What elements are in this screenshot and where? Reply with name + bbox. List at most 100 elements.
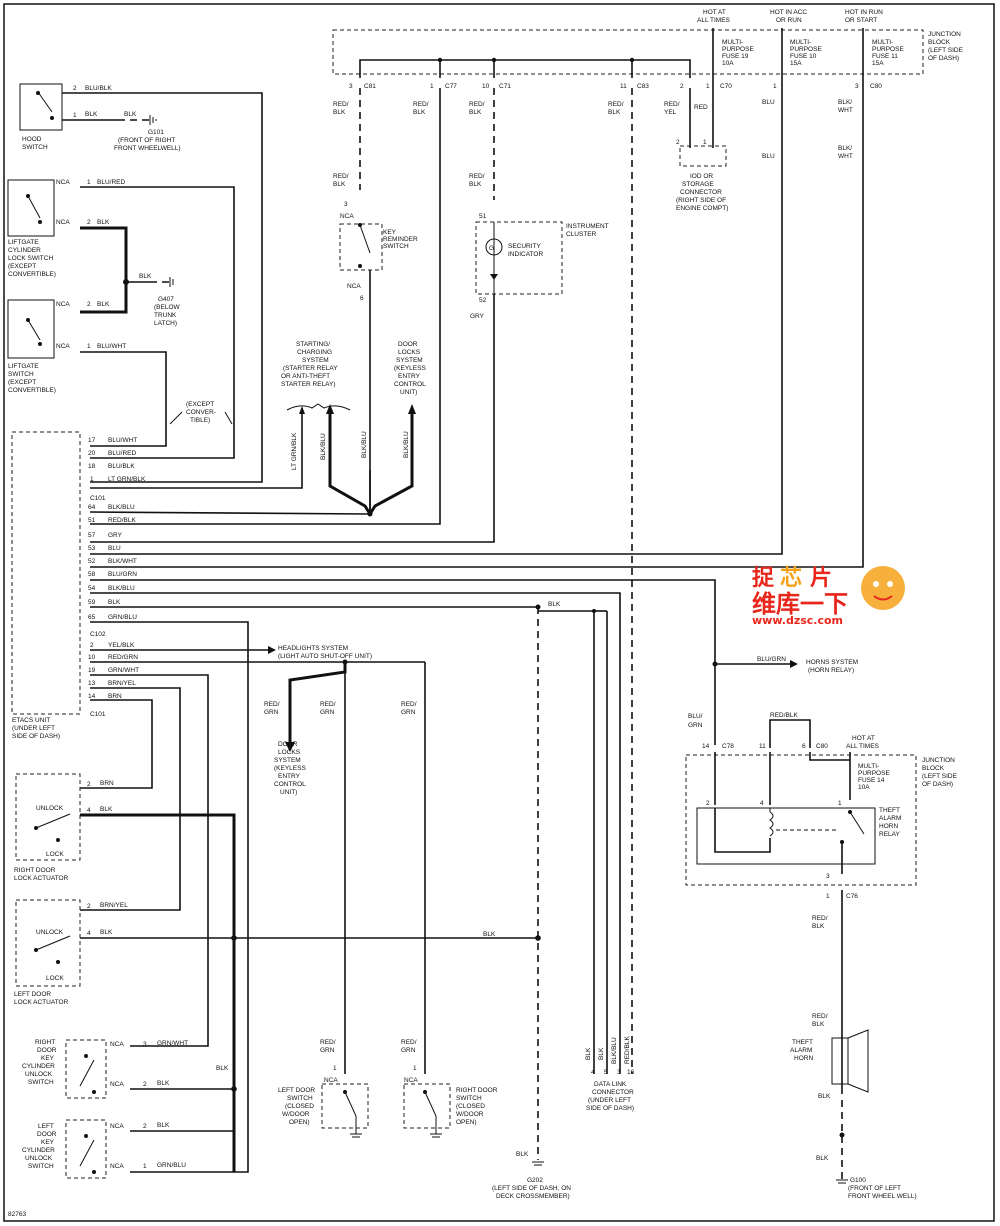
etacs-pin-number: 52 (88, 558, 96, 565)
diagram-id: 82763 (8, 1211, 26, 1218)
svg-text:BLK: BLK (124, 111, 137, 118)
svg-text:1: 1 (333, 1065, 337, 1072)
svg-text:4: 4 (87, 807, 91, 814)
svg-text:2: 2 (143, 1081, 147, 1088)
svg-text:RED/BLK: RED/BLK (624, 1036, 631, 1064)
svg-text:1: 1 (703, 139, 707, 146)
svg-text:BLK: BLK (812, 1021, 825, 1028)
svg-text:10: 10 (482, 83, 490, 90)
svg-text:RED/: RED/ (812, 915, 828, 922)
wire-blugrn-etacs58 (90, 579, 716, 745)
svg-text:1: 1 (430, 83, 434, 90)
svg-text:3: 3 (826, 873, 830, 880)
etacs-pin-number: 17 (88, 437, 96, 444)
svg-text:RED: RED (694, 104, 708, 111)
svg-text:2: 2 (706, 800, 710, 807)
etacs-c101a: C101 (90, 495, 106, 502)
wire-brn-etacs14 (80, 699, 153, 789)
svg-text:捉: 捉 (752, 566, 775, 591)
svg-text:1: 1 (413, 1065, 417, 1072)
svg-text:UNLOCK: UNLOCK (36, 805, 64, 812)
svg-text:16: 16 (627, 1069, 635, 1076)
svg-text:BLK: BLK (97, 301, 110, 308)
etacs-pin-wire: GRN/WHT (108, 667, 139, 674)
diagram-border (3, 3, 995, 1222)
svg-text:RED/: RED/ (664, 101, 680, 108)
svg-text:BLK/BLU: BLK/BLU (361, 431, 368, 458)
svg-text:4: 4 (760, 800, 764, 807)
svg-text:NCA: NCA (324, 1077, 338, 1084)
svg-text:52: 52 (479, 297, 487, 304)
svg-text:BLK: BLK (333, 181, 346, 188)
svg-text:YEL: YEL (664, 109, 677, 116)
etacs-pin-wire: RED/GRN (108, 654, 138, 661)
svg-text:14: 14 (702, 743, 710, 750)
svg-text:1: 1 (838, 800, 842, 807)
svg-text:RED/: RED/ (812, 1013, 828, 1020)
etacs-pin-wire: BRN (108, 693, 122, 700)
svg-text:片: 片 (810, 566, 832, 591)
svg-text:5: 5 (604, 1069, 608, 1076)
svg-text:NCA: NCA (56, 301, 70, 308)
etacs-c102: C102 (90, 631, 106, 638)
wire-brnyel-etacs13 (80, 687, 181, 911)
conn-c83: C83 (637, 83, 649, 90)
svg-text:GRN: GRN (688, 722, 703, 729)
wire-c77-etacs51 (90, 88, 441, 525)
svg-text:BLK: BLK (469, 181, 482, 188)
etacs-pin-wire: RED/BLK (108, 517, 136, 524)
svg-text:BLU: BLU (762, 99, 775, 106)
wire-grnwht-etacs19 (90, 674, 209, 1047)
svg-text:C76: C76 (846, 893, 858, 900)
svg-text:BLK: BLK (216, 1065, 229, 1072)
etacs-pin-wire: BLU/BLK (108, 463, 135, 470)
svg-text:UNLOCK: UNLOCK (36, 929, 64, 936)
svg-text:RED/: RED/ (608, 101, 624, 108)
svg-text:3: 3 (143, 1041, 147, 1048)
svg-text:BLU: BLU (762, 153, 775, 160)
svg-text:BLU/RED: BLU/RED (97, 179, 125, 186)
svg-text:BLU/: BLU/ (688, 713, 703, 720)
svg-text:GRN: GRN (320, 1047, 335, 1054)
horns-system-label: HORNS SYSTEM(HORN RELAY) (806, 659, 858, 674)
wire-blkwht-etacs52 (90, 88, 864, 568)
svg-text:1: 1 (773, 83, 777, 90)
svg-text:BLK: BLK (483, 931, 496, 938)
svg-text:BLK: BLK (812, 923, 825, 930)
etacs-pin-wire: LT GRN/BLK (108, 476, 146, 483)
headlights-label: HEADLIGHTS SYSTEM(LIGHT AUTO SHUT-OFF UN… (278, 645, 372, 660)
etacs-pin-wire: GRN/BLU (108, 614, 137, 621)
svg-text:NCA: NCA (110, 1123, 124, 1130)
conn-c81: C81 (364, 83, 376, 90)
svg-text:BLK: BLK (516, 1151, 529, 1158)
etacs-pin-number: 59 (88, 599, 96, 606)
svg-text:NCA: NCA (340, 213, 354, 220)
svg-text:NCA: NCA (347, 283, 361, 290)
svg-text:芯: 芯 (780, 566, 802, 591)
svg-text:BLK: BLK (413, 109, 426, 116)
svg-text:BLK/: BLK/ (838, 99, 852, 106)
svg-text:BLK: BLK (157, 1122, 170, 1129)
etacs-pin-number: 54 (88, 585, 96, 592)
